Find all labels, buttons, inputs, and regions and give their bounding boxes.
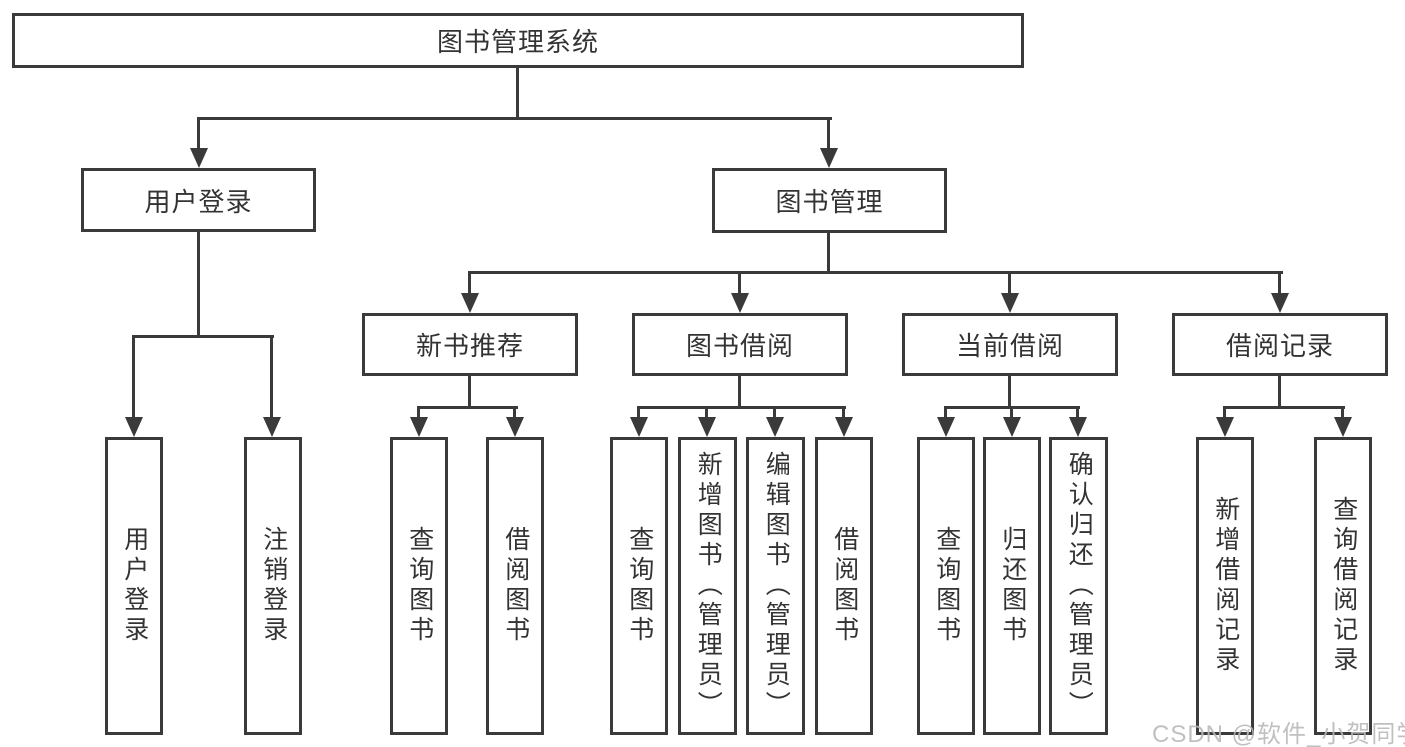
leaf-add-borrow-record: 新增借阅记录 [1196,437,1254,735]
connector-line [468,271,1283,274]
node-book-management-label: 图书管理 [775,187,884,217]
arrowhead-down [190,148,208,168]
node-root-library-system: 图书管理系统 [12,13,1024,68]
connector-line [468,375,471,408]
arrowhead-down [766,417,784,437]
connector-line [417,406,420,419]
node-borrow-records-label: 借阅记录 [1225,331,1334,361]
connector-line [738,375,741,408]
leaf-query-books-3-label: 查询图书 [932,526,961,646]
arrowhead-down [1271,293,1289,313]
node-current-borrowing-label: 当前借阅 [955,331,1064,361]
leaf-query-books-2: 查询图书 [610,437,668,735]
arrowhead-down [1001,293,1019,313]
arrowhead-down [1069,417,1087,437]
leaf-user-login: 用户登录 [105,437,163,735]
arrowhead-down [263,417,281,437]
connector-line [1341,406,1344,419]
connector-line [197,117,200,150]
leaf-borrow-books-1: 借阅图书 [486,437,544,735]
connector-line [827,232,830,274]
connector-line [417,406,518,409]
leaf-return-books: 归还图书 [983,437,1041,735]
leaf-edit-books-admin: 编辑图书（管理员） [746,437,805,735]
leaf-query-books-3: 查询图书 [917,437,975,735]
connector-line [637,406,846,409]
leaf-borrow-books-2-label: 借阅图书 [830,526,859,646]
connector-line [270,335,273,419]
arrowhead-down [1003,417,1021,437]
connector-line [637,406,640,419]
leaf-query-books-1: 查询图书 [390,437,448,735]
arrowhead-down [820,148,838,168]
leaf-add-books-admin: 新增图书（管理员） [678,437,737,735]
leaf-borrow-books-1-label: 借阅图书 [501,526,530,646]
leaf-query-borrow-record-label: 查询借阅记录 [1329,496,1358,676]
connector-line [1008,375,1011,408]
connector-line [842,406,845,419]
connector-line [1278,271,1281,295]
connector-line [197,117,832,120]
arrowhead-down [506,417,524,437]
arrowhead-down [125,417,143,437]
node-new-book-recommend: 新书推荐 [362,313,578,376]
connector-line [468,271,471,295]
node-book-management: 图书管理 [712,168,947,233]
node-new-book-recommend-label: 新书推荐 [415,331,524,361]
connector-line [1008,271,1011,295]
leaf-confirm-return-admin: 确认归还（管理员） [1049,437,1108,735]
connector-line [1223,406,1226,419]
arrowhead-down [937,417,955,437]
connector-line [1076,406,1079,419]
arrowhead-down [461,293,479,313]
leaf-logout: 注销登录 [244,437,302,735]
connector-line [132,335,274,338]
leaf-query-borrow-record: 查询借阅记录 [1314,437,1372,735]
connector-line [1010,406,1013,419]
node-borrow-records: 借阅记录 [1172,313,1388,376]
csdn-watermark: CSDN @软件_小贺同学 [1152,721,1405,747]
connector-line [738,271,741,295]
arrowhead-down [410,417,428,437]
leaf-confirm-return-admin-label: 确认归还（管理员） [1065,451,1094,721]
leaf-edit-books-admin-label: 编辑图书（管理员） [762,451,791,721]
arrowhead-down [731,293,749,313]
node-user-login: 用户登录 [81,168,316,232]
connector-line [513,406,516,419]
leaf-query-books-1-label: 查询图书 [405,526,434,646]
leaf-return-books-label: 归还图书 [998,526,1027,646]
leaf-user-login-label: 用户登录 [120,526,149,646]
node-book-borrowing-label: 图书借阅 [685,331,794,361]
node-user-login-label: 用户登录 [144,186,253,217]
arrowhead-down [698,417,716,437]
connector-line [197,230,200,338]
connector-line [773,406,776,419]
connector-line [705,406,708,419]
connector-line [132,335,135,419]
node-book-borrowing: 图书借阅 [632,313,848,376]
leaf-add-books-admin-label: 新增图书（管理员） [694,451,723,721]
leaf-query-books-2-label: 查询图书 [625,526,654,646]
leaf-add-borrow-record-label: 新增借阅记录 [1211,496,1240,676]
connector-line [827,117,830,150]
arrowhead-down [1334,417,1352,437]
arrowhead-down [630,417,648,437]
arrowhead-down [1216,417,1234,437]
connector-line [1223,406,1345,409]
connector-line [1278,373,1281,408]
leaf-logout-label: 注销登录 [259,526,288,646]
node-current-borrowing: 当前借阅 [902,313,1118,376]
connector-line [944,406,947,419]
node-root-label: 图书管理系统 [436,27,599,57]
connector-line [516,66,519,120]
leaf-borrow-books-2: 借阅图书 [815,437,873,735]
arrowhead-down [835,417,853,437]
